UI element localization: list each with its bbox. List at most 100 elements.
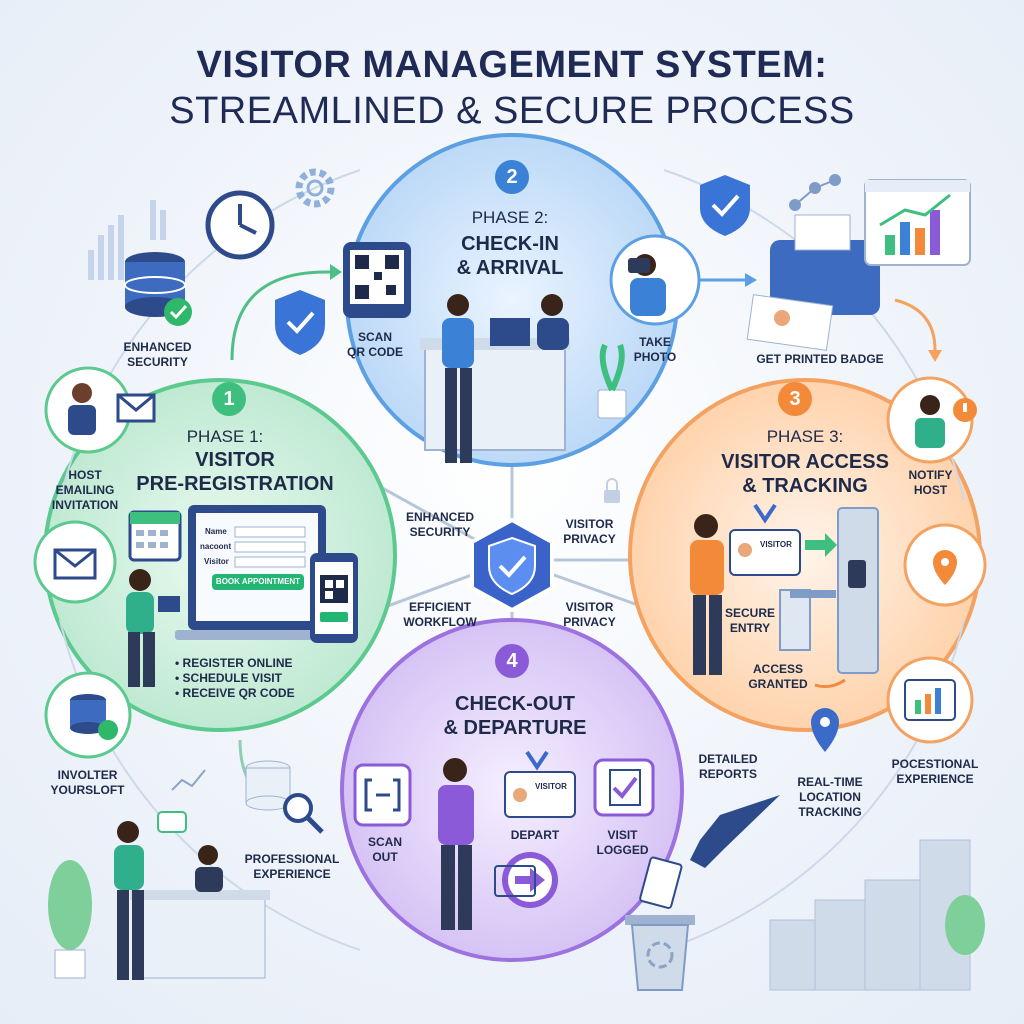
location-pin-icon xyxy=(933,550,957,585)
recycle-bin-icon xyxy=(625,915,695,991)
shield-icon xyxy=(275,290,325,355)
depart-arrow-icon xyxy=(502,852,558,908)
host-emailing-line2: EMAILING xyxy=(55,483,115,497)
phase1-label: PHASE 1: xyxy=(186,427,264,446)
camera-icon xyxy=(628,258,650,273)
clock-icon xyxy=(205,190,275,260)
visit-logged-label: VISIT LOGGED xyxy=(590,828,655,858)
secure-entry-line1: SECURE xyxy=(724,606,775,620)
title-line1: VISITOR MANAGEMENT SYSTEM: xyxy=(196,44,828,86)
phase4-badge-text: VISITOR xyxy=(535,782,567,791)
scan-qr-label: SCAN QR CODE xyxy=(340,330,410,360)
qr-code-icon xyxy=(343,242,411,318)
host-emailing-line3: INVITATION xyxy=(51,498,119,512)
person-pre-registration xyxy=(126,569,180,687)
host-emailing-label: HOST EMAILING INVITATION xyxy=(40,468,130,513)
center-top-right-label: VISITOR PRIVACY xyxy=(552,517,627,547)
scan-out-icon xyxy=(353,763,412,827)
pocestional-line2: EXPERIENCE xyxy=(896,772,974,786)
visit-logged-line1: VISIT xyxy=(607,828,638,842)
city-buildings xyxy=(769,839,971,991)
arrow-right-icon xyxy=(805,533,837,557)
bullet-schedule: SCHEDULE VISIT xyxy=(175,671,295,686)
phase1-title-line1: VISITOR xyxy=(195,449,275,471)
phase3-label: PHASE 3: xyxy=(766,427,844,446)
involter-label: INVOLTER YOURSLOFT xyxy=(40,768,135,798)
phase1-badge: 1 xyxy=(212,382,246,416)
take-photo-label: TAKE PHOTO xyxy=(625,335,685,365)
center-top-right-line1: VISITOR xyxy=(565,517,614,531)
envelope-icon xyxy=(116,393,156,423)
professional-label: PROFESSIONAL EXPERIENCE xyxy=(232,852,352,882)
secure-entry-label: SECURE ENTRY xyxy=(715,606,785,636)
calendar-icon xyxy=(128,510,182,562)
enhanced-security-label: ENHANCED SECURITY xyxy=(110,340,205,370)
professional-line2: EXPERIENCE xyxy=(253,867,331,881)
pocestional-line1: POCESTIONAL xyxy=(891,757,979,771)
center-top-left-line2: SECURITY xyxy=(409,525,471,539)
scan-qr-line2: QR CODE xyxy=(346,345,403,359)
person-checkout xyxy=(438,758,474,930)
detailed-reports-line1: DETAILED xyxy=(698,752,758,766)
phase3-title: VISITOR ACCESS & TRACKING xyxy=(690,450,920,498)
scan-out-label: SCAN OUT xyxy=(355,835,415,865)
plant-left-icon xyxy=(48,860,92,979)
visit-logged-line2: LOGGED xyxy=(596,843,649,857)
center-bottom-left-line1: EFFICIENT xyxy=(409,600,471,614)
form-name-label: Name xyxy=(205,527,227,536)
lock-icon xyxy=(604,478,620,503)
take-photo-line2: PHOTO xyxy=(633,350,677,364)
phase2-title: CHECK-IN & ARRIVAL xyxy=(420,232,600,280)
realtime-line2: LOCATION xyxy=(799,790,861,804)
printer-icon xyxy=(746,214,880,351)
detailed-reports-label: DETAILED REPORTS xyxy=(688,752,768,782)
center-bottom-left-label: EFFICIENT WORKFLOW xyxy=(395,600,485,630)
person-access xyxy=(690,514,724,675)
center-bottom-right-line1: VISITOR xyxy=(565,600,614,614)
phase2-badge: 2 xyxy=(495,160,529,194)
scan-out-line1: SCAN xyxy=(367,835,402,849)
visit-logged-icon xyxy=(593,758,655,817)
host-emailing-line1: HOST xyxy=(68,468,102,482)
phase2-label: PHASE 2: xyxy=(471,208,549,227)
printed-badge-label: GET PRINTED BADGE xyxy=(756,352,884,366)
plant-icon xyxy=(597,343,627,419)
involter-line2: YOURSLOFT xyxy=(50,783,125,797)
phase3-badge-text: VISITOR xyxy=(760,540,792,549)
access-granted-line1: ACCESS xyxy=(752,662,803,676)
scan-qr-line1: SCAN xyxy=(357,330,392,344)
bullet-register: REGISTER ONLINE xyxy=(175,656,295,671)
bullet-receive: RECEIVE QR CODE xyxy=(175,686,295,701)
title-line2: STREAMLINED & SECURE PROCESS xyxy=(169,90,855,132)
turnstile-gate xyxy=(779,507,879,674)
plant-right-icon xyxy=(945,895,985,955)
phase4-title-line1: CHECK-OUT xyxy=(455,693,575,715)
visitor-badge-checkout xyxy=(504,750,576,818)
access-granted-line2: GRANTED xyxy=(748,677,808,691)
access-granted-label: ACCESS GRANTED xyxy=(738,662,818,692)
center-top-left-label: ENHANCED SECURITY xyxy=(395,510,485,540)
secure-entry-line2: ENTRY xyxy=(729,621,771,635)
phase2-title-line1: CHECK-IN xyxy=(461,233,559,255)
reception-desk xyxy=(420,294,570,463)
realtime-line1: REAL-TIME xyxy=(797,775,863,789)
realtime-label: REAL-TIME LOCATION TRACKING xyxy=(785,775,875,820)
professional-line1: PROFESSIONAL xyxy=(244,852,340,866)
notify-host-line2: HOST xyxy=(913,483,948,497)
book-appointment-button[interactable]: BOOK APPOINTMENT xyxy=(212,574,304,590)
visitor-badge-icon xyxy=(729,503,801,576)
enhanced-security-line2: SECURITY xyxy=(127,355,188,369)
search-icon xyxy=(245,760,324,834)
form-field2-label: nacoont xyxy=(200,542,232,551)
realtime-line3: TRACKING xyxy=(798,805,862,819)
phase3-badge: 3 xyxy=(778,382,812,416)
center-bottom-right-line2: PRIVACY xyxy=(563,615,616,629)
enhanced-security-line1: ENHANCED xyxy=(123,340,192,354)
center-shield-icon xyxy=(470,517,554,613)
phase3-title-line1: VISITOR ACCESS xyxy=(721,451,889,473)
phase2-title-line2: & ARRIVAL xyxy=(456,257,564,279)
phase3-title-line2: & TRACKING xyxy=(742,475,868,497)
phase4-badge: 4 xyxy=(495,644,529,678)
phase1-title: VISITOR PRE-REGISTRATION xyxy=(120,448,350,496)
